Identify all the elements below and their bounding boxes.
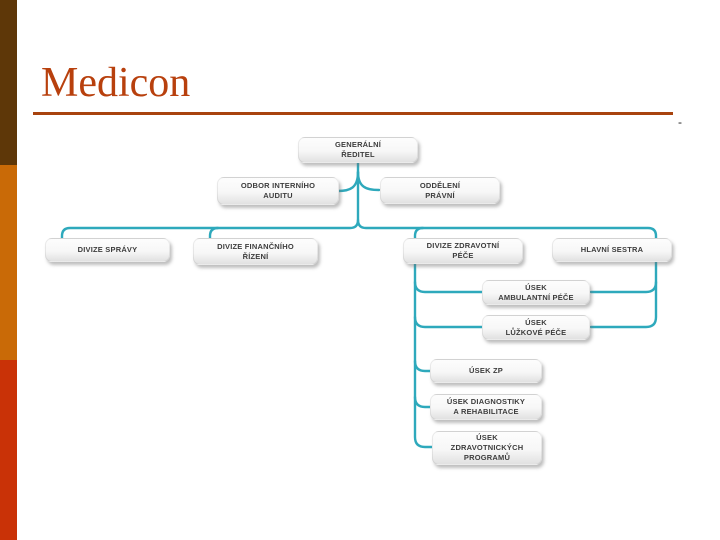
accent-bar-middle-segment	[0, 165, 17, 360]
org-node-odbor-interniho-auditu: ODBOR INTERNÍHO AUDITU	[217, 177, 339, 205]
org-node-oddeleni-pravni: ODDĚLENÍ PRÁVNÍ	[380, 177, 500, 204]
org-node-hlavni-sestra: HLAVNÍ SESTRA	[552, 238, 672, 262]
org-node-label: ODBOR INTERNÍHO AUDITU	[240, 181, 316, 200]
org-node-label: ÚSEK ZP	[469, 366, 503, 376]
connector-lines	[60, 161, 658, 449]
left-accent-bar	[0, 0, 17, 540]
org-node-usek-zp: ÚSEK ZP	[430, 359, 542, 383]
org-node-label: ÚSEK ZDRAVOTNICKÝCH PROGRAMŮ	[450, 433, 524, 462]
org-node-usek-ambulantni-pece: ÚSEK AMBULANTNÍ PÉČE	[482, 280, 590, 305]
org-node-divize-financniho-rizeni: DIVIZE FINANČNÍHO ŘÍZENÍ	[193, 238, 318, 265]
org-node-label: GENERÁLNÍ ŘEDITEL	[335, 140, 381, 159]
org-node-label: ÚSEK AMBULANTNÍ PÉČE	[498, 282, 574, 302]
slide-title: Medicon	[41, 60, 191, 106]
org-node-generalni-reditel: GENERÁLNÍ ŘEDITEL	[298, 137, 418, 163]
org-node-usek-diagnostiky-a-rehabilitace: ÚSEK DIAGNOSTIKY A REHABILITACE	[430, 394, 542, 420]
org-node-label: ÚSEK DIAGNOSTIKY A REHABILITACE	[446, 397, 526, 416]
org-node-divize-zdravotni-pece: DIVIZE ZDRAVOTNÍ PÉČE	[403, 238, 523, 264]
org-node-divize-spravy: DIVIZE SPRÁVY	[45, 238, 170, 262]
org-node-label: DIVIZE SPRÁVY	[77, 245, 138, 255]
org-node-usek-luzkove-pece: ÚSEK LŮŽKOVÉ PÉČE	[482, 315, 590, 340]
org-node-label: DIVIZE ZDRAVOTNÍ PÉČE	[426, 241, 500, 260]
org-node-label: ÚSEK LŮŽKOVÉ PÉČE	[505, 317, 567, 337]
title-underline	[33, 112, 673, 115]
org-node-label: ODDĚLENÍ PRÁVNÍ	[419, 180, 461, 200]
accent-bar-top-segment	[0, 0, 17, 165]
org-node-label: DIVIZE FINANČNÍHO ŘÍZENÍ	[217, 241, 294, 261]
org-node-usek-zdravotnickych-programu: ÚSEK ZDRAVOTNICKÝCH PROGRAMŮ	[432, 431, 542, 465]
accent-bar-bottom-segment	[0, 360, 17, 540]
corner-dash-mark: -	[678, 115, 682, 129]
org-node-label: HLAVNÍ SESTRA	[580, 245, 644, 255]
